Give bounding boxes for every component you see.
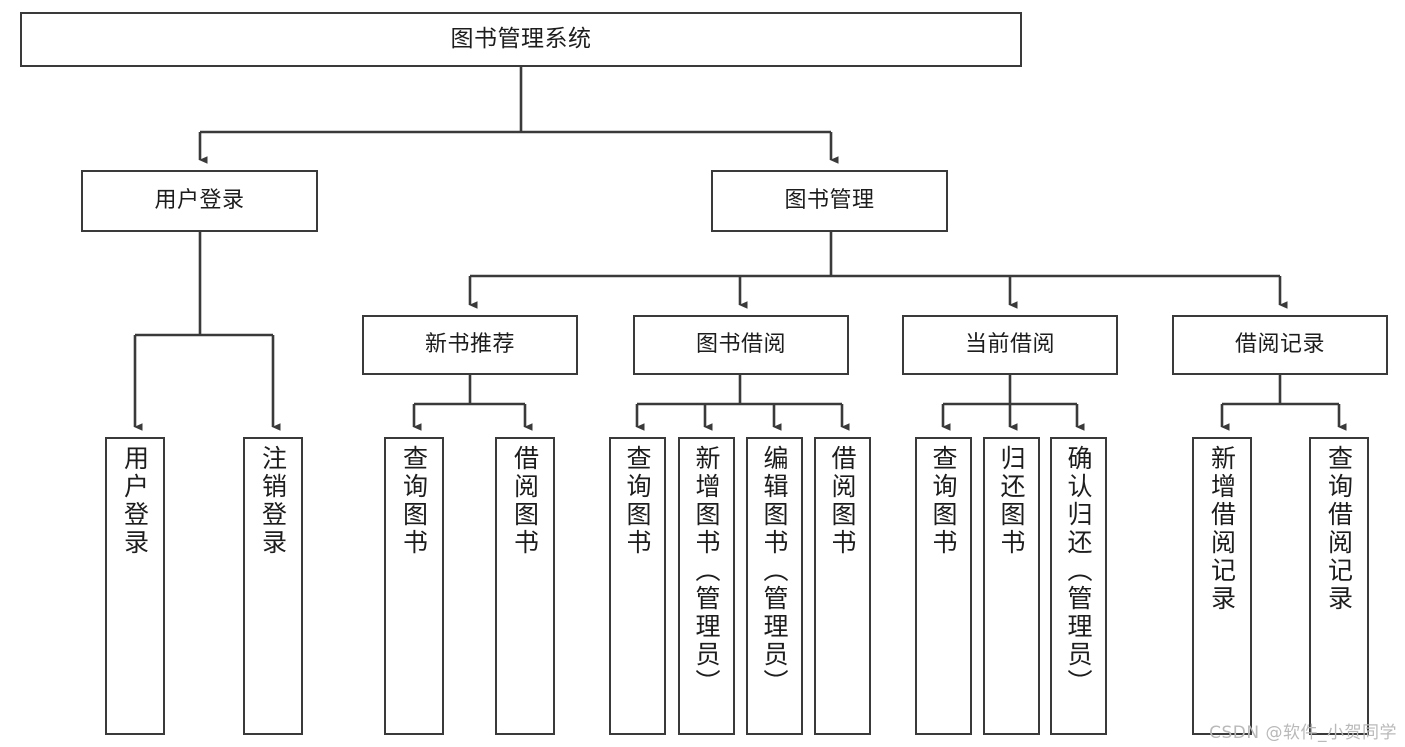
node-book-borrow[interactable]: 图书借阅 <box>633 315 849 375</box>
leaf-logout[interactable]: 注销登录 <box>243 437 303 735</box>
node-current-borrow[interactable]: 当前借阅 <box>902 315 1118 375</box>
node-label: 归还图书 <box>997 445 1026 557</box>
node-book-management[interactable]: 图书管理 <box>711 170 948 232</box>
leaf-borrow-book-recommend[interactable]: 借阅图书 <box>495 437 555 735</box>
node-label: 当前借阅 <box>964 332 1055 358</box>
node-label: 借阅图书 <box>828 445 857 557</box>
node-label: 新增图书（管理员） <box>692 445 721 697</box>
node-label: 借阅图书 <box>510 445 540 557</box>
node-label: 注销登录 <box>258 445 288 557</box>
node-borrow-record[interactable]: 借阅记录 <box>1172 315 1388 375</box>
node-label: 确认归还（管理员） <box>1064 445 1093 697</box>
leaf-return-book[interactable]: 归还图书 <box>983 437 1040 735</box>
node-root-system[interactable]: 图书管理系统 <box>20 12 1022 67</box>
node-label: 查询图书 <box>399 445 429 557</box>
leaf-borrow-book[interactable]: 借阅图书 <box>814 437 871 735</box>
node-label: 编辑图书（管理员） <box>760 445 789 697</box>
leaf-query-book-recommend[interactable]: 查询图书 <box>384 437 444 735</box>
leaf-query-book-borrow[interactable]: 查询图书 <box>609 437 666 735</box>
node-label: 图书管理 <box>784 188 875 214</box>
leaf-user-login[interactable]: 用户登录 <box>105 437 165 735</box>
leaf-add-borrow-record[interactable]: 新增借阅记录 <box>1192 437 1252 735</box>
node-label: 用户登录 <box>154 188 245 214</box>
node-label: 借阅记录 <box>1234 332 1325 358</box>
leaf-query-borrow-record[interactable]: 查询借阅记录 <box>1309 437 1369 735</box>
leaf-confirm-return-admin[interactable]: 确认归还（管理员） <box>1050 437 1107 735</box>
node-label: 图书借阅 <box>695 332 786 358</box>
node-label: 查询图书 <box>623 445 652 557</box>
node-new-book-recommend[interactable]: 新书推荐 <box>362 315 578 375</box>
node-label: 图书管理系统 <box>450 25 592 52</box>
node-label: 新增借阅记录 <box>1207 445 1237 613</box>
node-label: 查询借阅记录 <box>1324 445 1354 613</box>
csdn-watermark: CSDN @软件_小贺同学 <box>1209 723 1397 743</box>
leaf-query-book-current[interactable]: 查询图书 <box>915 437 972 735</box>
node-label: 查询图书 <box>929 445 958 557</box>
node-label: 新书推荐 <box>424 332 515 358</box>
node-user-login[interactable]: 用户登录 <box>81 170 318 232</box>
leaf-edit-book-admin[interactable]: 编辑图书（管理员） <box>746 437 803 735</box>
leaf-add-book-admin[interactable]: 新增图书（管理员） <box>678 437 735 735</box>
node-label: 用户登录 <box>120 445 150 557</box>
